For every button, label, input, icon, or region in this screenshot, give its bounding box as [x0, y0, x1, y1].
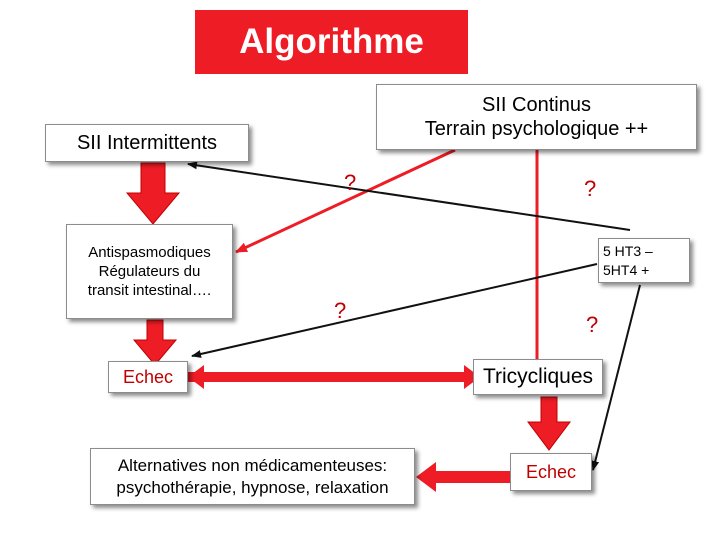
antispasmodiques-box: Antispasmodiques Régulateurs du transit …: [66, 224, 233, 319]
arrow-echec-tricycliques-left-head: [188, 365, 204, 389]
arrow-echec-to-alternatives-head: [416, 462, 436, 492]
echec-left-label: Echec: [122, 366, 174, 387]
echec-left-box: Echec: [108, 361, 188, 393]
ht-line2: 5HT4 +: [603, 261, 650, 278]
sii-intermittents-box: SII Intermittents: [45, 124, 249, 162]
arrow-antispasmodiques-to-echec: [132, 319, 178, 366]
arrow-5ht-to-intermittents: [187, 161, 631, 231]
sii-continus-box: SII Continus Terrain psychologique ++: [376, 84, 697, 150]
arrow-5ht-to-echec: [191, 263, 598, 358]
arrow-tricycliques-to-echec: [527, 396, 571, 451]
arrow-continus-to-antispasmodiques: [235, 148, 456, 254]
alternatives-line1: Alternatives non médicamenteuses:: [117, 455, 388, 475]
question-mark-2: ?: [584, 176, 597, 201]
ht-line1: 5 HT3 –: [603, 242, 653, 259]
sii-continus-sublabel: Terrain psychologique ++: [424, 118, 649, 140]
tricycliques-box: Tricycliques: [473, 359, 603, 395]
arrow-intermittents-to-antispasmodiques: [125, 162, 181, 225]
antispasmodiques-line2: Régulateurs du: [98, 263, 201, 280]
question-mark-3: ?: [334, 298, 347, 323]
question-mark-1: ?: [344, 170, 357, 195]
echec-right-box: Echec: [510, 453, 592, 491]
echec-right-label: Echec: [525, 461, 577, 482]
tricycliques-label: Tricycliques: [482, 365, 594, 388]
sii-intermittents-label: SII Intermittents: [76, 131, 218, 154]
arrow-5ht-to-echec-right: [591, 284, 641, 471]
page-title: Algorithme: [239, 22, 424, 61]
ht-box: 5 HT3 – 5HT4 +: [598, 238, 690, 283]
alternatives-box: Alternatives non médicamenteuses: psycho…: [90, 448, 415, 505]
arrow-echec-tricycliques-right-head: [464, 365, 480, 389]
sii-continus-label: SII Continus: [482, 94, 591, 116]
question-mark-4: ?: [586, 312, 599, 337]
antispasmodiques-line1: Antispasmodiques: [88, 244, 211, 261]
antispasmodiques-line3: transit intestinal….: [87, 282, 212, 299]
alternatives-line2: psychothérapie, hypnose, relaxation: [116, 477, 389, 497]
title-banner: Algorithme: [195, 10, 468, 74]
